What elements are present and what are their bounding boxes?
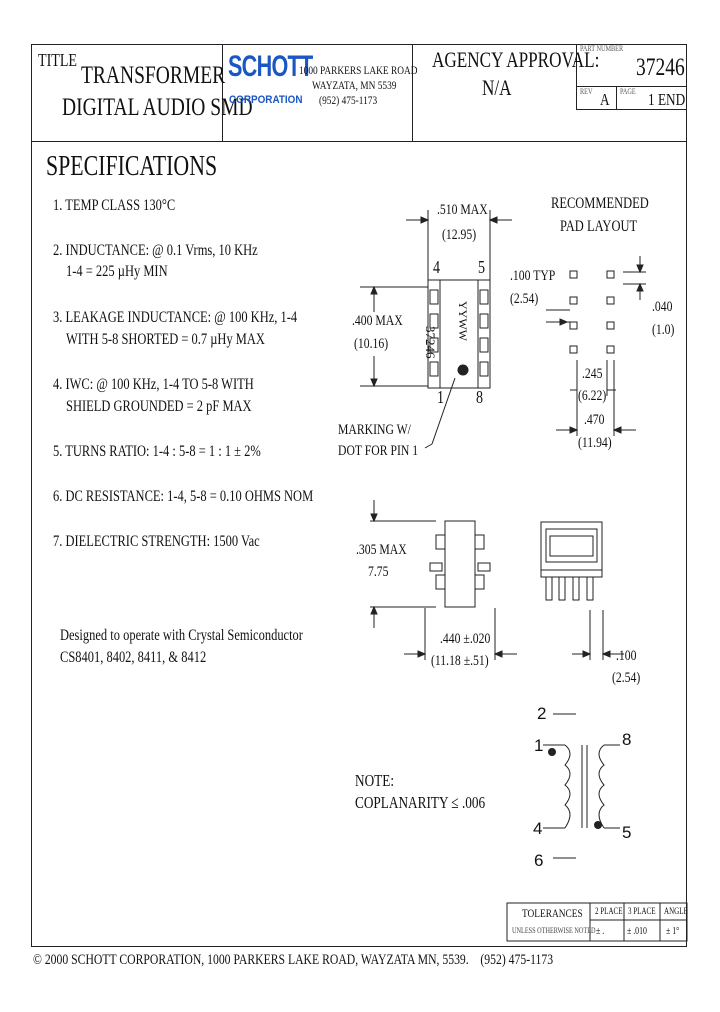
top-height-dim: .400 MAX [352, 313, 403, 329]
note-label: NOTE: [355, 771, 395, 790]
schematic-pin-1: 1 [534, 736, 544, 755]
side-width-dim: .440 ±.020 [440, 631, 491, 647]
top-view [360, 210, 512, 449]
schematic-pin-5: 5 [622, 823, 632, 842]
marking-note-line-1: MARKING W/ [338, 422, 411, 438]
top-pin-5-label: 5 [478, 257, 486, 277]
tolerance-val-3place: ± .010 [627, 926, 647, 937]
company-divider [412, 44, 413, 141]
tolerance-col-angle: ANGLE [664, 906, 688, 916]
address-line-3: (952) 475-1173 [319, 93, 378, 107]
side-height-dim: .305 MAX [356, 542, 407, 558]
tolerances-label: TOLERANCES [522, 906, 583, 920]
part-number-divider [576, 44, 577, 109]
top-pin-8-label: 8 [476, 387, 484, 407]
spec-3: 3. LEAKAGE INDUCTANCE: @ 100 KHz, 1-4 [53, 309, 298, 326]
page-label: PAGE [620, 87, 636, 96]
schematic-pin-6: 6 [534, 851, 544, 870]
copyright-footer: © 2000 SCHOTT CORPORATION, 1000 PARKERS … [33, 952, 554, 968]
designed-note-line-1: Designed to operate with Crystal Semicon… [60, 627, 303, 644]
pad-inner-dim-mm: (6.22) [578, 388, 607, 404]
rev-label: REV [580, 87, 593, 96]
tolerance-val-angle: ± 1° [666, 926, 680, 937]
address-line-2: WAYZATA, MN 5539 [312, 78, 397, 92]
marking-note-line-2: DOT FOR PIN 1 [338, 443, 419, 459]
top-pin-4-label: 4 [433, 257, 441, 277]
pad-pitch-dim: .100 TYP [510, 268, 556, 284]
agency-value: N/A [482, 75, 512, 100]
rev-value: A [600, 90, 610, 109]
pad-layout-title-1: RECOMMENDED [551, 195, 649, 212]
title-label: TITLE [38, 50, 77, 70]
tolerance-col-2place: 2 PLACE [595, 906, 623, 916]
company-logo-sub: CORPORATION [229, 94, 303, 106]
coplanarity-note: COPLANARITY ≤ .006 [355, 793, 486, 812]
body-marking-date: YYWW [456, 301, 470, 341]
spec-4-detail: SHIELD GROUNDED = 2 pF MAX [66, 398, 252, 415]
body-marking-part: 37246 [423, 326, 438, 359]
tolerance-box [506, 902, 688, 942]
top-pin-1-label: 1 [437, 387, 445, 407]
pad-outer-dim-mm: (11.94) [578, 435, 612, 451]
pad-size-dim: .040 [652, 299, 673, 315]
tolerances-sub-label: UNLESS OTHERWISE NOTED [512, 926, 596, 935]
spec-5: 5. TURNS RATIO: 1-4 : 5-8 = 1 : 1 ± 2% [53, 443, 261, 460]
tolerance-col-3place: 3 PLACE [628, 906, 656, 916]
side-view [370, 500, 624, 660]
top-height-dim-mm: (10.16) [354, 336, 389, 352]
side-width-dim-mm: (11.18 ±.51) [431, 653, 489, 669]
schematic-pin-8: 8 [622, 730, 632, 749]
pad-outer-dim: .470 [584, 412, 605, 428]
side-pitch-dim-mm: (2.54) [612, 670, 641, 686]
pad-inner-dim: .245 [582, 366, 603, 382]
title-line-1: TRANSFORMER [81, 62, 226, 89]
title-line-2: DIGITAL AUDIO SMD [62, 94, 253, 121]
spec-2: 2. INDUCTANCE: @ 0.1 Vrms, 10 KHz [53, 242, 258, 259]
schematic [543, 713, 620, 859]
designed-note-line-2: CS8401, 8402, 8411, & 8412 [60, 649, 207, 666]
spec-6: 6. DC RESISTANCE: 1-4, 5-8 = 0.10 OHMS N… [53, 488, 314, 505]
specs-heading: SPECIFICATIONS [46, 151, 218, 182]
rev-page-divider [616, 86, 617, 109]
part-number-label: PART NUMBER [580, 44, 624, 53]
drawing-sheet [31, 44, 687, 947]
spec-2-detail: 1-4 = 225 µHy MIN [66, 263, 168, 280]
spec-1: 1. TEMP CLASS 130°C [53, 197, 176, 214]
top-width-dim: .510 MAX [437, 202, 488, 218]
side-height-dim-mm: 7.75 [368, 564, 389, 580]
title-divider [222, 44, 223, 141]
title-block-bottom-line [31, 141, 687, 142]
rev-row-line [576, 86, 687, 87]
schematic-pin-4: 4 [533, 819, 543, 838]
side-pitch-dim: .100 [616, 648, 637, 664]
schematic-pin-2: 2 [537, 704, 547, 723]
page-value: 1 END [648, 90, 686, 109]
company-logo: SCHOTT [228, 50, 313, 83]
tolerance-val-2place: ± . [596, 926, 605, 937]
pad-pitch-dim-mm: (2.54) [510, 291, 539, 307]
pad-layout-title-2: PAD LAYOUT [560, 218, 638, 235]
rev-row-bottom-line [576, 109, 687, 110]
pad-size-dim-mm: (1.0) [652, 322, 675, 338]
top-width-dim-mm: (12.95) [442, 227, 477, 243]
pad-layout [546, 256, 646, 436]
address-line-1: 1000 PARKERS LAKE ROAD [299, 63, 418, 77]
spec-3-detail: WITH 5-8 SHORTED = 0.7 µHy MAX [66, 331, 265, 348]
agency-label: AGENCY APPROVAL: [432, 47, 600, 72]
part-number: 37246 [636, 54, 685, 81]
spec-7: 7. DIELECTRIC STRENGTH: 1500 Vac [53, 533, 260, 550]
spec-4: 4. IWC: @ 100 KHz, 1-4 TO 5-8 WITH [53, 376, 254, 393]
